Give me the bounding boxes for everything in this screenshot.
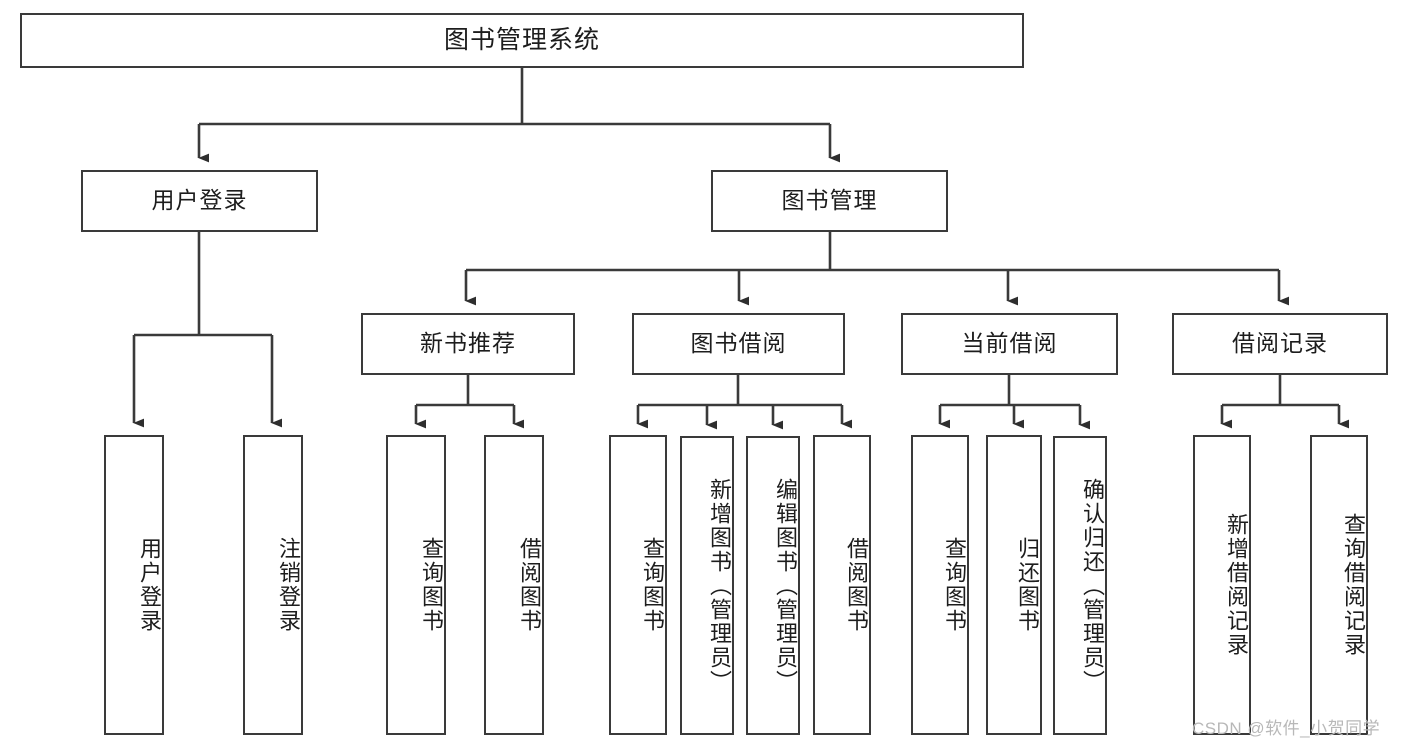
node-new-book-recommend[interactable]: 新书推荐 xyxy=(361,313,575,375)
node-leaf-add-book-admin-label: 新增图书（管理员） xyxy=(707,477,732,694)
node-leaf-return-book[interactable]: 归还图书 xyxy=(986,435,1042,735)
node-leaf-query-book-rec-label: 查询图书 xyxy=(419,537,444,633)
node-leaf-borrow-book-rec-label: 借阅图书 xyxy=(517,537,542,633)
node-new-book-recommend-label: 新书推荐 xyxy=(420,330,516,357)
node-book-borrow[interactable]: 图书借阅 xyxy=(632,313,845,375)
node-leaf-borrow-book-borrow[interactable]: 借阅图书 xyxy=(813,435,871,735)
node-leaf-query-book-borrow-label: 查询图书 xyxy=(640,537,665,633)
node-leaf-return-book-label: 归还图书 xyxy=(1015,537,1040,633)
node-leaf-borrow-book-borrow-label: 借阅图书 xyxy=(844,537,869,633)
node-user-login-label: 用户登录 xyxy=(151,187,248,214)
node-leaf-edit-book-admin-label: 编辑图书（管理员） xyxy=(773,477,798,694)
node-user-login[interactable]: 用户登录 xyxy=(81,170,318,232)
node-book-manage-label: 图书管理 xyxy=(781,187,878,214)
node-leaf-borrow-book-rec[interactable]: 借阅图书 xyxy=(484,435,544,735)
node-root[interactable]: 图书管理系统 xyxy=(20,13,1024,68)
node-leaf-confirm-return-admin[interactable]: 确认归还（管理员） xyxy=(1053,436,1107,735)
node-leaf-confirm-return-admin-label: 确认归还（管理员） xyxy=(1080,477,1105,694)
node-leaf-user-logout-label: 注销登录 xyxy=(276,537,301,633)
node-leaf-add-borrow-record[interactable]: 新增借阅记录 xyxy=(1193,435,1251,735)
node-current-borrow[interactable]: 当前借阅 xyxy=(901,313,1118,375)
node-leaf-query-book-borrow[interactable]: 查询图书 xyxy=(609,435,667,735)
node-leaf-add-book-admin[interactable]: 新增图书（管理员） xyxy=(680,436,734,735)
node-leaf-query-book-rec[interactable]: 查询图书 xyxy=(386,435,446,735)
node-leaf-query-book-cur[interactable]: 查询图书 xyxy=(911,435,969,735)
node-leaf-query-book-cur-label: 查询图书 xyxy=(942,537,967,633)
node-book-manage[interactable]: 图书管理 xyxy=(711,170,948,232)
node-root-label: 图书管理系统 xyxy=(443,25,600,54)
node-current-borrow-label: 当前借阅 xyxy=(961,330,1058,357)
csdn-watermark: CSDN @软件_小贺同学 xyxy=(1192,719,1381,738)
node-borrow-record[interactable]: 借阅记录 xyxy=(1172,313,1388,375)
node-book-borrow-label: 图书借阅 xyxy=(690,330,787,357)
node-leaf-user-logout[interactable]: 注销登录 xyxy=(243,435,303,735)
node-leaf-add-borrow-record-label: 新增借阅记录 xyxy=(1224,513,1249,657)
node-leaf-query-borrow-record[interactable]: 查询借阅记录 xyxy=(1310,435,1368,735)
node-leaf-user-login-label: 用户登录 xyxy=(137,537,162,633)
node-leaf-query-borrow-record-label: 查询借阅记录 xyxy=(1341,513,1366,657)
node-leaf-edit-book-admin[interactable]: 编辑图书（管理员） xyxy=(746,436,800,735)
node-borrow-record-label: 借阅记录 xyxy=(1232,330,1328,357)
node-leaf-user-login[interactable]: 用户登录 xyxy=(104,435,164,735)
